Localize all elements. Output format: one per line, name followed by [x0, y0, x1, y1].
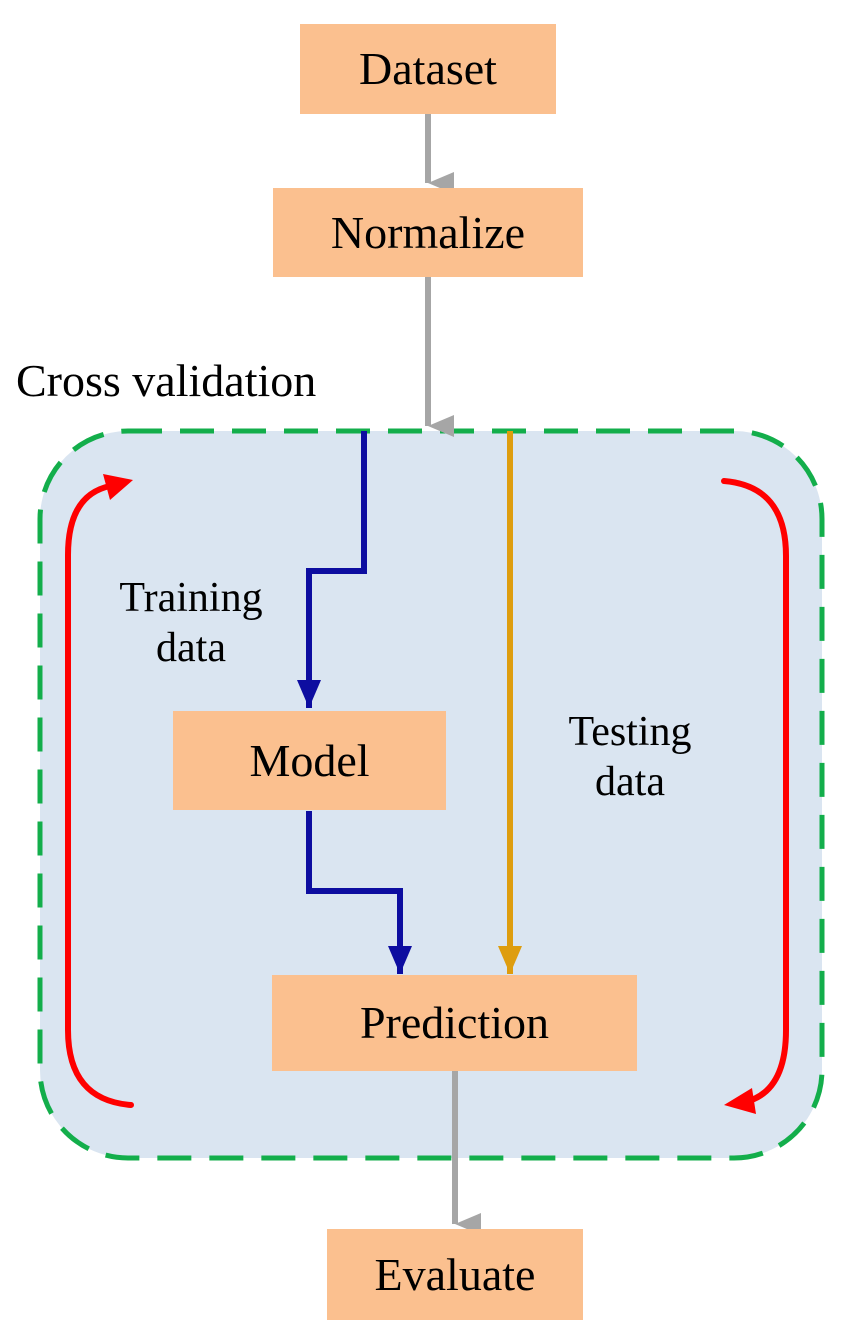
node-evaluate-label: Evaluate	[374, 1248, 536, 1300]
node-model-label: Model	[249, 734, 370, 786]
node-normalize: Normalize	[273, 188, 583, 277]
loop-arrow-left	[65, 483, 134, 1108]
node-normalize-label: Normalize	[330, 206, 526, 258]
arrow-model-to-prediction	[306, 811, 412, 974]
arrow-training-data-to-model	[297, 431, 367, 708]
loop-arrow-right	[721, 478, 789, 1105]
training-data-label: Training data	[96, 573, 286, 674]
node-dataset: Dataset	[300, 24, 556, 114]
testing-data-label-line2: data	[595, 759, 665, 806]
loop-arrow-right-head	[724, 1088, 756, 1114]
cross-validation-label: Cross validation	[16, 355, 317, 406]
node-dataset-label: Dataset	[359, 43, 497, 94]
node-prediction: Prediction	[272, 975, 637, 1071]
testing-data-label-line1: Testing	[568, 709, 692, 755]
node-model: Model	[173, 711, 446, 810]
testing-data-label: Testing data	[540, 707, 720, 808]
training-data-label-line2: data	[156, 625, 226, 672]
node-evaluate: Evaluate	[327, 1229, 583, 1320]
loop-arrow-left-head	[103, 474, 133, 500]
training-data-label-line1: Training	[119, 575, 263, 621]
node-prediction-label: Prediction	[359, 997, 550, 1048]
